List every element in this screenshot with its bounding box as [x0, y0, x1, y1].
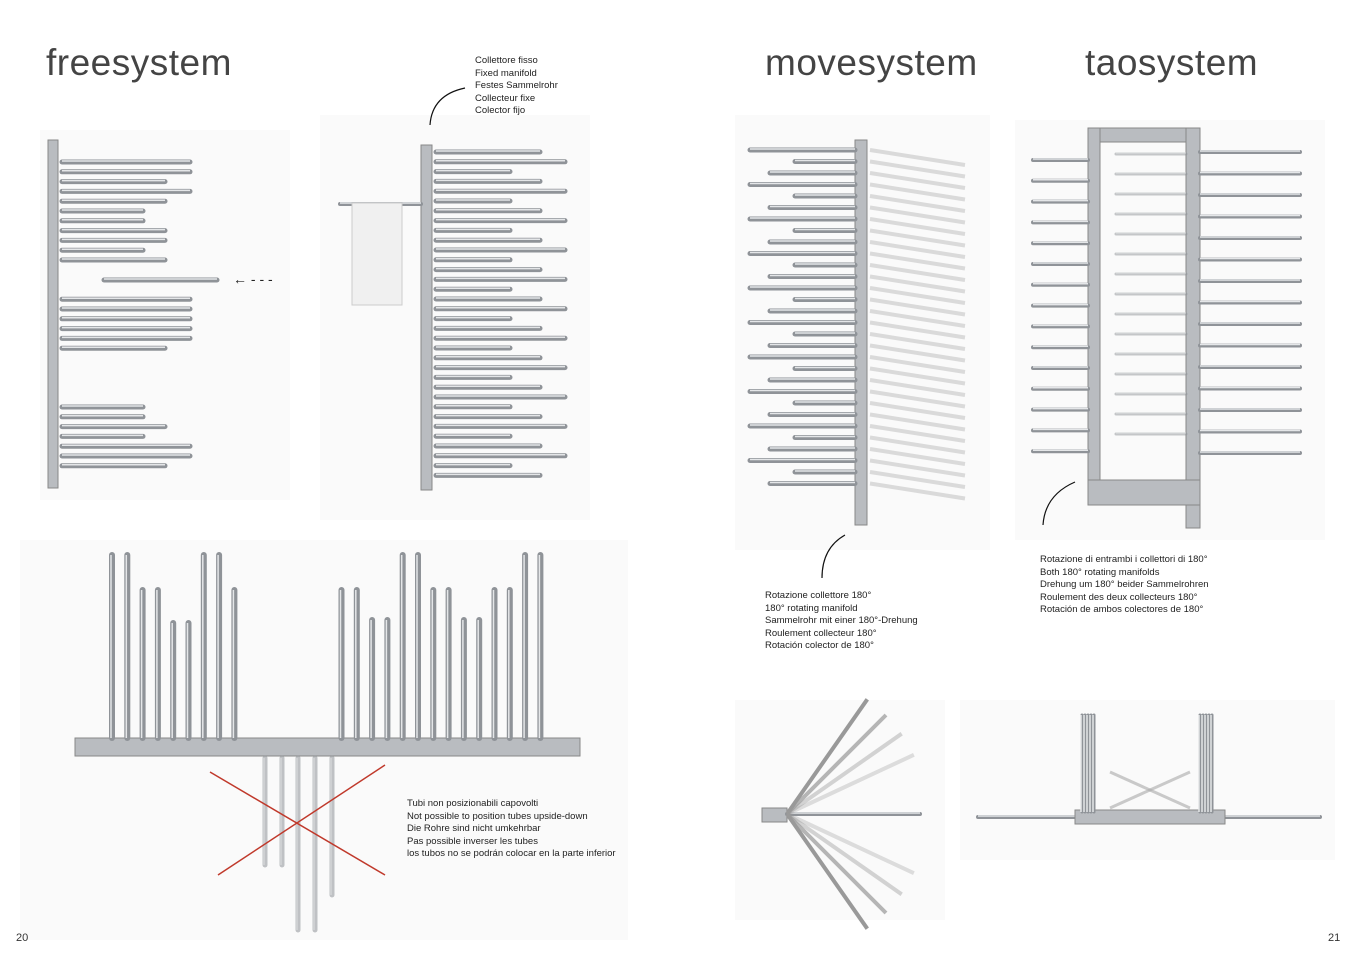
caption-line: Rotazione di entrambi i collettori di 18… — [1040, 554, 1208, 565]
caption-line: Collettore fisso — [475, 55, 538, 66]
rotated-tube — [786, 753, 915, 816]
rotated-tube — [1109, 770, 1191, 810]
rotated-tube — [869, 378, 966, 397]
rotated-tube — [869, 470, 966, 489]
rotated-tube — [869, 366, 966, 386]
upside-down-caption: Tubi non posizionabili capovolti Not pos… — [407, 798, 616, 861]
top-frame — [1087, 127, 1199, 143]
rotated-tube — [785, 812, 888, 915]
base — [1087, 479, 1201, 506]
fixed-manifold-caption: Collettore fisso Fixed manifold Festes S… — [475, 55, 558, 118]
caption-line: Rotación colector de 180° — [765, 640, 874, 651]
rotated-tube — [869, 274, 966, 294]
rotated-tube — [869, 286, 966, 305]
caption-line: Rotazione collettore 180° — [765, 590, 872, 601]
rotated-tube — [869, 228, 966, 248]
caption-line: Drehung um 180° beider Sammelrohren — [1040, 579, 1209, 590]
arrow-left-icon: ← - - - — [233, 271, 273, 287]
rotated-tube — [869, 481, 966, 501]
caption-line: Roulement collecteur 180° — [765, 627, 877, 639]
rotated-tube — [869, 194, 966, 213]
rotated-tube — [869, 205, 966, 225]
caption-line: Festes Sammelrohr — [475, 80, 558, 91]
rotated-tube — [869, 217, 966, 236]
rotated-tube — [869, 251, 966, 271]
taosystem-title: taosystem — [1085, 42, 1259, 83]
caption-line: Colector fijo — [475, 105, 526, 116]
caption-line: Sammelrohr mit einer 180°-Drehung — [765, 615, 918, 626]
rotated-tube — [869, 458, 966, 478]
rotated-tube — [869, 447, 966, 466]
page-number-right: 21 — [1328, 932, 1341, 944]
taosystem-radiator-image — [1015, 120, 1325, 540]
rotated-tube — [869, 240, 966, 259]
freesystem-title: freesystem — [46, 42, 232, 83]
rotated-tube — [869, 355, 966, 374]
rotated-tube — [869, 389, 966, 409]
caption-line: 180° rotating manifold — [765, 602, 858, 614]
cross-line — [217, 764, 386, 876]
caption-line: Not possible to position tubes upside-do… — [407, 810, 588, 822]
rotated-tube — [869, 159, 966, 179]
movesystem-caption: Rotazione collettore 180° 180° rotating … — [765, 590, 918, 653]
curved-arrow-icon — [1042, 481, 1076, 526]
rotated-tube — [869, 263, 966, 282]
rotated-tube — [869, 320, 966, 340]
rotated-tube — [785, 732, 903, 816]
caption-line: Collecteur fixe — [475, 92, 536, 104]
rotated-tube — [869, 412, 966, 432]
caption-line: Pas possible inverser les tubes — [407, 835, 538, 847]
rotated-tube — [869, 401, 966, 420]
rotated-tube — [869, 435, 966, 455]
rotated-tube — [869, 171, 966, 190]
caption-line: Roulement des deux collecteurs 180° — [1040, 591, 1198, 603]
rotated-tube — [869, 332, 966, 351]
rotated-tube — [785, 698, 869, 816]
rotated-tube — [869, 309, 966, 328]
caption-line: Both 180° rotating manifolds — [1040, 566, 1160, 578]
manifold-top — [761, 807, 788, 823]
caption-line: Fixed manifold — [475, 67, 537, 79]
manifold — [47, 139, 59, 489]
rotated-tube — [786, 812, 915, 875]
left-manifold — [1087, 127, 1101, 489]
manifold — [420, 144, 433, 491]
manifold-top — [1074, 809, 1226, 825]
manifold — [74, 737, 581, 757]
rotated-tube — [785, 812, 903, 896]
towel — [351, 202, 403, 306]
caption-line: Die Rohre sind nicht umkehrbar — [407, 823, 541, 834]
curved-arrow-icon — [821, 534, 846, 579]
caption-line: Tubi non posizionabili capovolti — [407, 798, 539, 809]
page-number-left: 20 — [16, 932, 29, 944]
rotated-tube — [869, 297, 966, 317]
rotated-tube — [869, 182, 966, 202]
movesystem-title: movesystem — [765, 42, 978, 83]
caption-line: Rotación de ambos colectores de 180° — [1040, 604, 1204, 615]
taosystem-top-view-image — [960, 700, 1335, 860]
right-manifold — [1185, 127, 1201, 529]
rotated-tube — [785, 713, 888, 816]
rotated-tube — [869, 148, 966, 167]
rotated-tube — [869, 424, 966, 443]
taosystem-caption: Rotazione di entrambi i collettori di 18… — [1040, 554, 1209, 617]
curved-arrow-icon — [429, 87, 466, 126]
rotated-tube — [785, 812, 869, 930]
caption-line: los tubos no se podrán colocar en la par… — [407, 848, 616, 859]
rotated-tube — [869, 343, 966, 363]
